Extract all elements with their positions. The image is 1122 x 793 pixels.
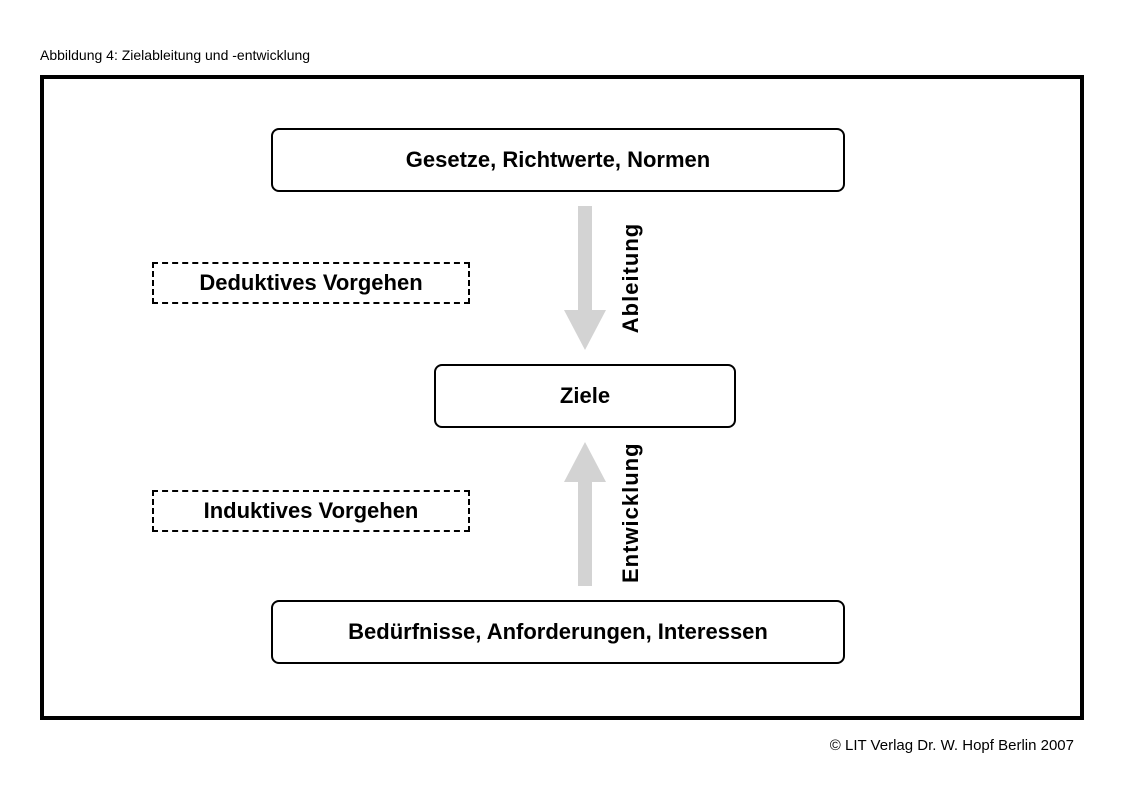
diagram-frame — [40, 75, 1084, 720]
arrow-up-icon — [564, 442, 606, 586]
label-inductive-approach: Induktives Vorgehen — [152, 490, 470, 532]
arrow-down-icon — [564, 206, 606, 350]
label-development: Entwicklung — [618, 442, 643, 583]
copyright-notice: © LIT Verlag Dr. W. Hopf Berlin 2007 — [829, 737, 1074, 754]
figure-caption: Abbildung 4: Zielableitung und -entwickl… — [40, 47, 311, 63]
box-goals: Ziele — [434, 364, 736, 428]
box-laws-norms: Gesetze, Richtwerte, Normen — [271, 128, 845, 192]
box-needs-interests: Bedürfnisse, Anforderungen, Interessen — [271, 600, 845, 664]
label-derivation: Ableitung — [618, 222, 643, 334]
label-deductive-approach: Deduktives Vorgehen — [152, 262, 470, 304]
